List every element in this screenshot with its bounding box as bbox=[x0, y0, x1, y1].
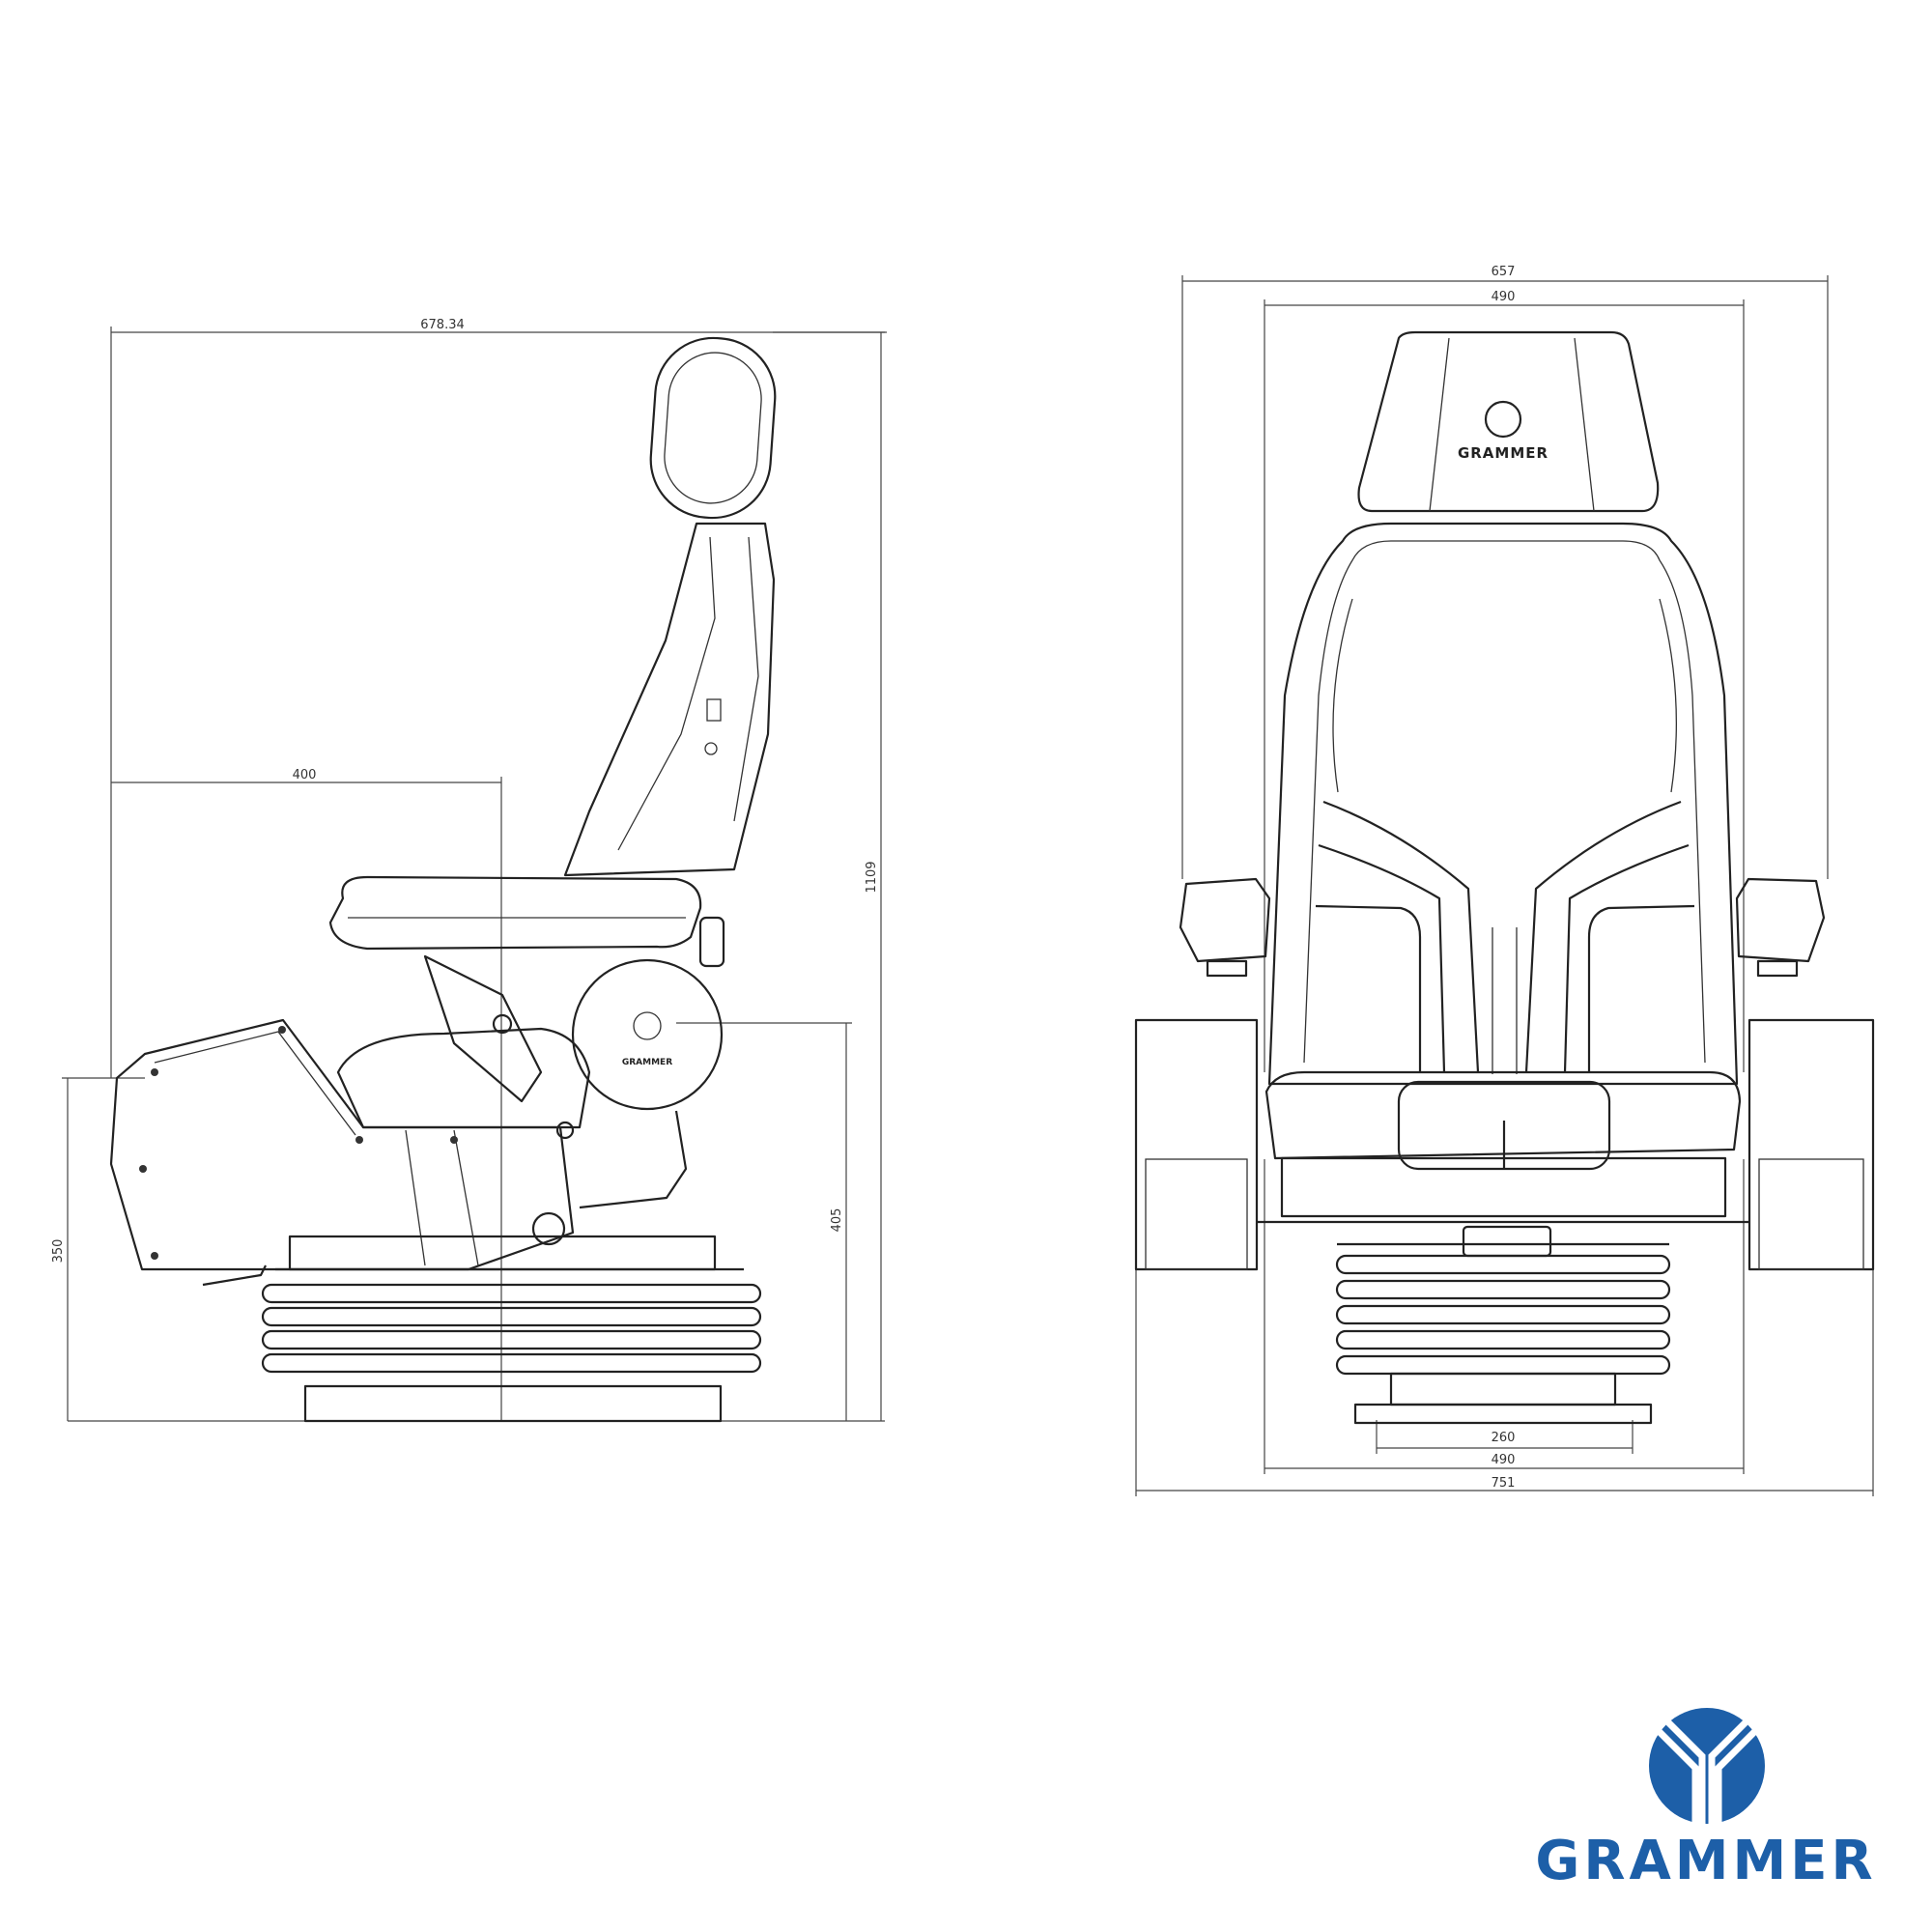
dim-label-seat-height: 405 bbox=[830, 1208, 844, 1233]
front-base-frame bbox=[1257, 1156, 1749, 1425]
dimension-overall-depth: 678.34 bbox=[110, 318, 885, 1078]
dimension-armrest-width: 657 bbox=[1181, 265, 1829, 879]
side-headrest bbox=[649, 336, 777, 520]
dim-label-seat-width: 490 bbox=[1492, 1453, 1516, 1467]
dimension-base-width: 260 bbox=[1376, 1420, 1634, 1454]
grammer-logo-text: GRAMMER bbox=[1535, 1830, 1876, 1892]
dim-label-armrest-width: 657 bbox=[1492, 265, 1516, 279]
side-seat: GRAMMER bbox=[336, 954, 724, 1209]
side-backrest bbox=[563, 522, 776, 877]
side-armrest bbox=[328, 875, 725, 968]
side-view: 678.34 1109 400 350 405 bbox=[51, 318, 887, 1423]
dim-label-seat-depth: 400 bbox=[293, 768, 317, 782]
dimension-console-height: 350 bbox=[51, 1077, 145, 1421]
front-seat-cushion bbox=[1264, 1070, 1742, 1171]
dimension-seat-height: 405 bbox=[676, 1022, 852, 1421]
headrest-emblem-icon bbox=[1484, 400, 1522, 439]
dim-label-base-width: 260 bbox=[1492, 1431, 1516, 1445]
dim-label-backrest-width: 490 bbox=[1492, 290, 1516, 304]
side-console bbox=[109, 1018, 575, 1287]
headrest-label: GRAMMER bbox=[1458, 444, 1548, 462]
front-console-right bbox=[1747, 1018, 1875, 1271]
dim-label-overall-width: 751 bbox=[1492, 1476, 1516, 1491]
front-armrest-right bbox=[1735, 877, 1826, 978]
front-headrest: GRAMMER bbox=[1357, 330, 1660, 513]
grammer-logo: GRAMMER bbox=[1535, 1708, 1876, 1892]
suspension-label: GRAMMER bbox=[622, 1058, 672, 1067]
dimension-backrest-width: 490 bbox=[1264, 290, 1745, 1072]
front-backrest bbox=[1267, 522, 1739, 1086]
front-view: 657 490 260 490 751 bbox=[1134, 265, 1875, 1496]
dimension-overall-height: 1109 bbox=[773, 331, 887, 1421]
dimension-seat-width: 490 bbox=[1264, 1159, 1745, 1474]
grammer-logo-icon bbox=[1649, 1708, 1765, 1824]
front-console-left bbox=[1134, 1018, 1259, 1271]
dimension-overall-width: 751 bbox=[1135, 1269, 1874, 1496]
dimension-seat-depth: 400 bbox=[111, 768, 502, 1421]
dim-label-overall-depth: 678.34 bbox=[420, 318, 465, 332]
front-armrest-left bbox=[1179, 877, 1271, 978]
grammer-emblem-icon bbox=[633, 1011, 662, 1040]
dim-label-overall-height: 1109 bbox=[865, 861, 879, 893]
dim-label-console-height: 350 bbox=[51, 1239, 66, 1264]
suspension-housing bbox=[571, 958, 724, 1111]
side-base-bellows bbox=[261, 1235, 762, 1423]
